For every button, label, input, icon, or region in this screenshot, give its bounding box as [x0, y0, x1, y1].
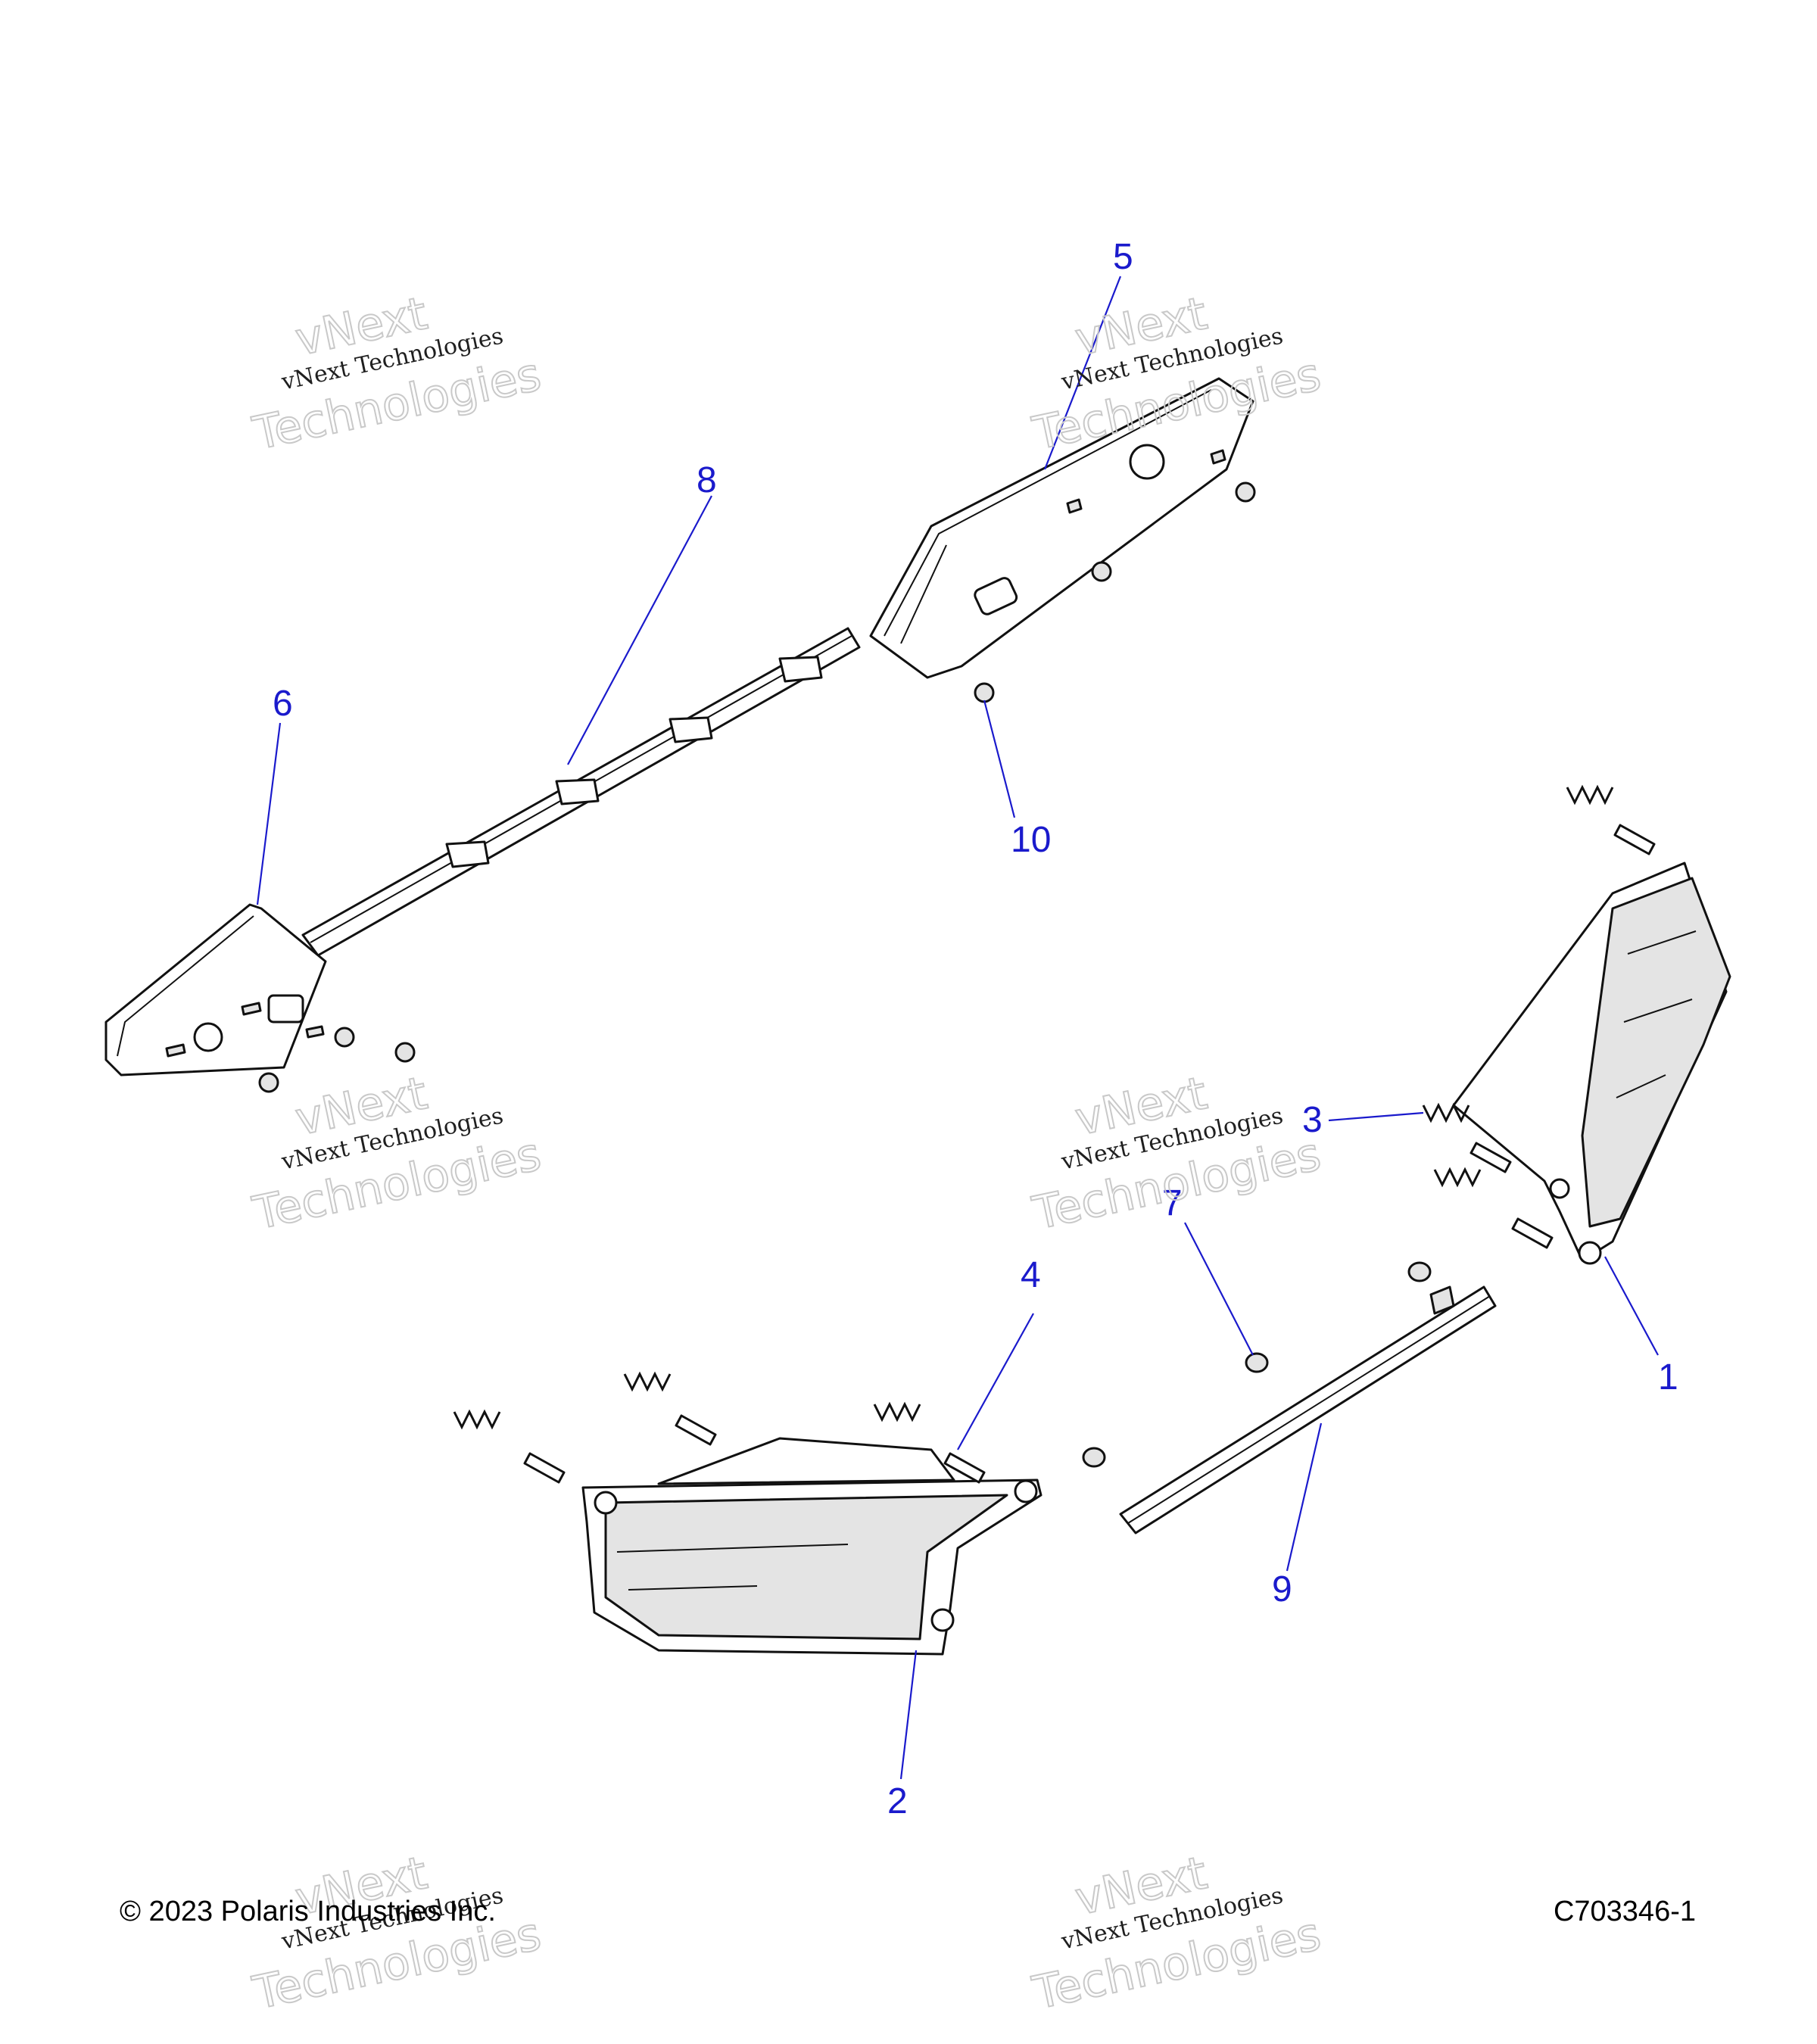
watermark-mid-right: vNext vNext Technologies Technologies [1027, 1066, 1326, 1241]
callout-4: 4 [1021, 1255, 1041, 1295]
callout-10: 10 [1011, 820, 1051, 860]
watermark-top-right: vNext vNext Technologies Technologies [1027, 286, 1326, 461]
leader-lines [256, 276, 1659, 1780]
watermark-mid-left: vNext vNext Technologies Technologies [248, 1066, 547, 1241]
left-headlight [581, 1437, 1043, 1656]
callout-5: 5 [1113, 237, 1133, 277]
callout-2: 2 [887, 1781, 908, 1821]
watermark-top-left: vNext vNext Technologies Technologies [248, 286, 547, 461]
callout-labels: 5 8 6 10 3 7 4 1 9 2 [273, 237, 1678, 1821]
right-upper-housing [869, 377, 1256, 703]
adjuster-pins [523, 824, 1656, 1484]
callout-6: 6 [273, 684, 293, 724]
right-headlight [1452, 862, 1731, 1265]
callout-3: 3 [1302, 1100, 1323, 1140]
adjuster-springs [453, 784, 1614, 1430]
copyright-text: © 2023 Polaris Industries Inc. [120, 1896, 496, 1927]
watermark-bottom-right: vNext vNext Technologies Technologies [1027, 1846, 1326, 2021]
light-bar-strip [301, 627, 861, 957]
lower-light-bar [1119, 1285, 1497, 1535]
callout-8: 8 [697, 460, 717, 500]
left-housing [104, 903, 416, 1093]
grommets [1082, 1261, 1432, 1468]
callout-9: 9 [1272, 1569, 1292, 1609]
callout-1: 1 [1658, 1357, 1678, 1397]
callout-7: 7 [1162, 1183, 1183, 1223]
figure-code: C703346-1 [1554, 1896, 1696, 1927]
